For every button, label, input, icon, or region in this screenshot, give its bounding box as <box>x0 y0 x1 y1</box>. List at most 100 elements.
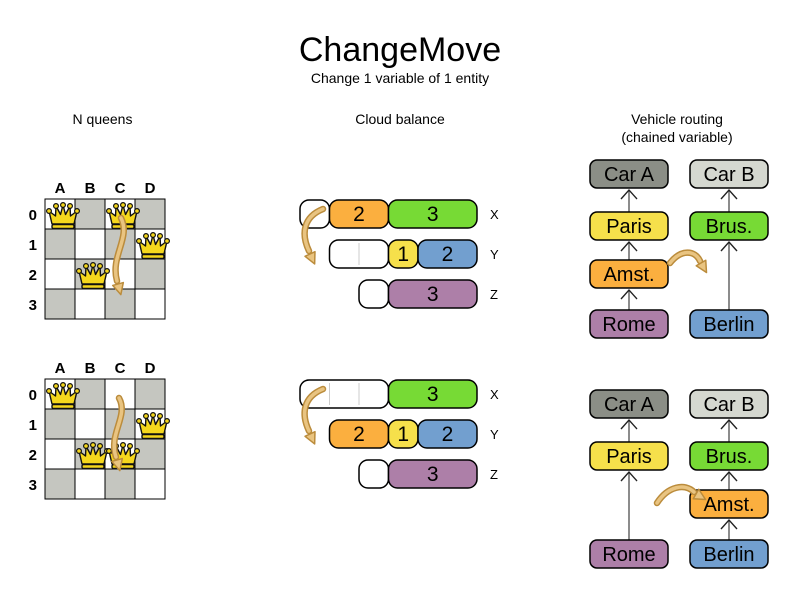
vrp-node-label: Rome <box>602 544 655 566</box>
vrp-node <box>689 309 769 339</box>
queen-icon <box>105 201 141 230</box>
board-cell <box>74 198 106 230</box>
move-arrowhead-icon <box>111 281 125 296</box>
vrp-node-label: Car A <box>604 394 655 416</box>
vrp-node-label: Amst. <box>703 494 754 516</box>
board-row-label: 2 <box>29 447 37 464</box>
vrp-node <box>689 211 769 241</box>
move-arrow-vrp-after <box>653 483 707 507</box>
board-col-label: B <box>85 360 96 377</box>
board-cell <box>74 378 106 410</box>
vrp-node <box>589 441 669 471</box>
board-cell <box>134 468 166 500</box>
section-header-cloud: Cloud balance <box>355 111 445 127</box>
move-arrow-nqueens-after <box>110 394 125 472</box>
cloud-process-block <box>387 379 478 409</box>
section-header-nqueens: N queens <box>72 111 133 127</box>
section-header-vrp-line1: Vehicle routing <box>631 111 723 127</box>
queen-icon <box>75 441 111 470</box>
computer-label: Z <box>490 287 498 302</box>
move-arrowhead-icon <box>304 250 316 265</box>
process-size-label: 2 <box>442 423 454 446</box>
process-size-label: 3 <box>427 383 439 406</box>
vrp-node <box>689 159 769 189</box>
cloud-empty-capacity <box>358 459 390 489</box>
board-row-label: 2 <box>29 267 37 284</box>
vrp-node <box>589 259 669 289</box>
computer-label: X <box>490 207 499 222</box>
cloud-process-block <box>417 239 478 269</box>
board-cell <box>74 468 106 500</box>
board-col-label: C <box>115 180 126 197</box>
chain-arrowhead-icon <box>620 188 638 200</box>
board-cell <box>74 228 106 260</box>
move-arrow-vrp-before <box>666 249 708 274</box>
computer-label: Z <box>490 467 498 482</box>
chain-arrowhead-icon <box>720 518 738 530</box>
cloud-process-block <box>387 199 478 229</box>
queen-icon <box>45 201 81 230</box>
board-col-label: A <box>55 180 66 197</box>
vrp-node-label: Rome <box>602 314 655 336</box>
board-cell <box>44 228 76 260</box>
vrp-node-label: Berlin <box>703 314 754 336</box>
chain-arrowhead-icon <box>720 470 738 482</box>
vrp-node <box>589 159 669 189</box>
move-arrowhead-icon <box>304 430 316 445</box>
chain-arrowhead-icon <box>620 470 638 482</box>
queen-icon <box>45 381 81 410</box>
computer-label: X <box>490 387 499 402</box>
vrp-node <box>589 309 669 339</box>
queen-icon <box>135 411 171 440</box>
move-arrowhead-icon <box>692 488 707 501</box>
page-subtitle: Change 1 variable of 1 entity <box>310 70 490 86</box>
process-size-label: 1 <box>397 243 409 266</box>
vrp-node-label: Paris <box>606 216 652 238</box>
vrp-node-label: Car B <box>703 394 754 416</box>
process-size-label: 2 <box>353 423 365 446</box>
vrp-node <box>689 539 769 569</box>
vrp-node <box>589 389 669 419</box>
board-col-label: A <box>55 360 66 377</box>
cloud-empty-capacity <box>358 279 390 309</box>
vrp-node <box>589 539 669 569</box>
board-cell <box>44 408 76 440</box>
vrp-node-label: Car B <box>703 164 754 186</box>
process-size-label: 2 <box>442 243 454 266</box>
board-cell <box>44 258 76 290</box>
cloud-process-block <box>387 459 478 489</box>
move-arrow-nqueens-before <box>111 214 127 296</box>
board-row-label: 1 <box>29 417 37 434</box>
board-cell <box>44 288 76 320</box>
process-size-label: 3 <box>427 463 439 486</box>
section-header-vrp-line2: (chained variable) <box>621 129 733 145</box>
computer-label: Y <box>490 247 499 262</box>
move-arrow-cloud-after <box>301 385 327 445</box>
cloud-process-block <box>387 279 478 309</box>
chain-arrowhead-icon <box>620 240 638 252</box>
chain-arrowhead-icon <box>720 418 738 430</box>
move-arrowhead-icon <box>695 259 708 274</box>
queen-icon <box>75 261 111 290</box>
process-size-label: 2 <box>353 203 365 226</box>
section-header-vrp: Vehicle routing (chained variable) <box>587 110 767 146</box>
board-row-label: 3 <box>29 297 37 314</box>
board-col-label: C <box>115 360 126 377</box>
vrp-node-label: Amst. <box>603 264 654 286</box>
vrp-node <box>689 489 769 519</box>
queen-icon <box>135 231 171 260</box>
board-col-label: D <box>145 360 156 377</box>
chain-arrowhead-icon <box>720 188 738 200</box>
board-col-label: D <box>145 180 156 197</box>
page-title: ChangeMove <box>298 31 502 69</box>
board-cell <box>74 288 106 320</box>
move-arrow-cloud-before <box>301 205 327 265</box>
vrp-node-label: Car A <box>604 164 655 186</box>
process-size-label: 1 <box>397 423 409 446</box>
vrp-node-label: Berlin <box>703 544 754 566</box>
